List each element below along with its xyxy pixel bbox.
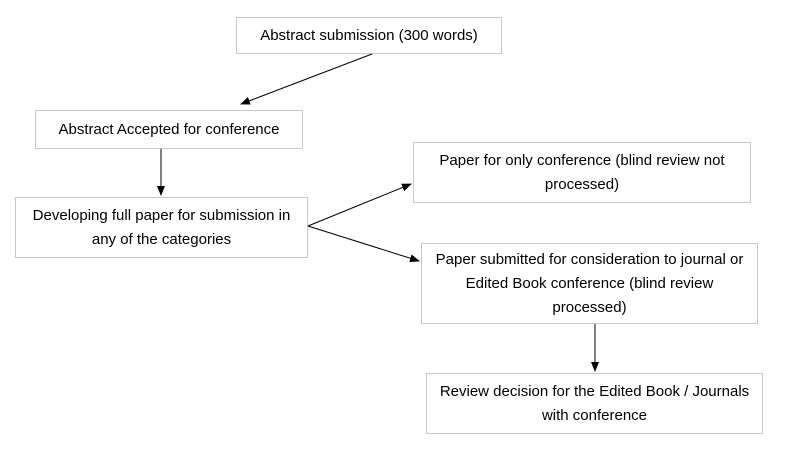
abstract-submission-label: Abstract submission (300 words) bbox=[260, 26, 478, 44]
abstract-accepted-box: Abstract Accepted for conference bbox=[35, 110, 303, 149]
arrow-submission-to-accepted bbox=[240, 53, 373, 105]
abstract-submission-box: Abstract submission (300 words) bbox=[236, 17, 502, 54]
abstract-accepted-label: Abstract Accepted for conference bbox=[58, 120, 280, 138]
paper-only-conference-label: Paper for only conference (blind review … bbox=[439, 151, 725, 193]
review-decision-label: Review decision for the Edited Book / Jo… bbox=[439, 382, 750, 424]
arrow-developing-to-journal-book bbox=[307, 225, 420, 263]
arrow-developing-to-only-conference bbox=[307, 183, 412, 227]
developing-full-paper-label: Developing full paper for submission in … bbox=[32, 206, 291, 248]
review-decision-box: Review decision for the Edited Book / Jo… bbox=[426, 373, 763, 434]
developing-full-paper-box: Developing full paper for submission in … bbox=[15, 197, 308, 258]
paper-only-conference-box: Paper for only conference (blind review … bbox=[413, 142, 751, 203]
paper-journal-book-box: Paper submitted for consideration to jou… bbox=[421, 243, 758, 324]
paper-journal-book-label: Paper submitted for consideration to jou… bbox=[435, 250, 744, 316]
